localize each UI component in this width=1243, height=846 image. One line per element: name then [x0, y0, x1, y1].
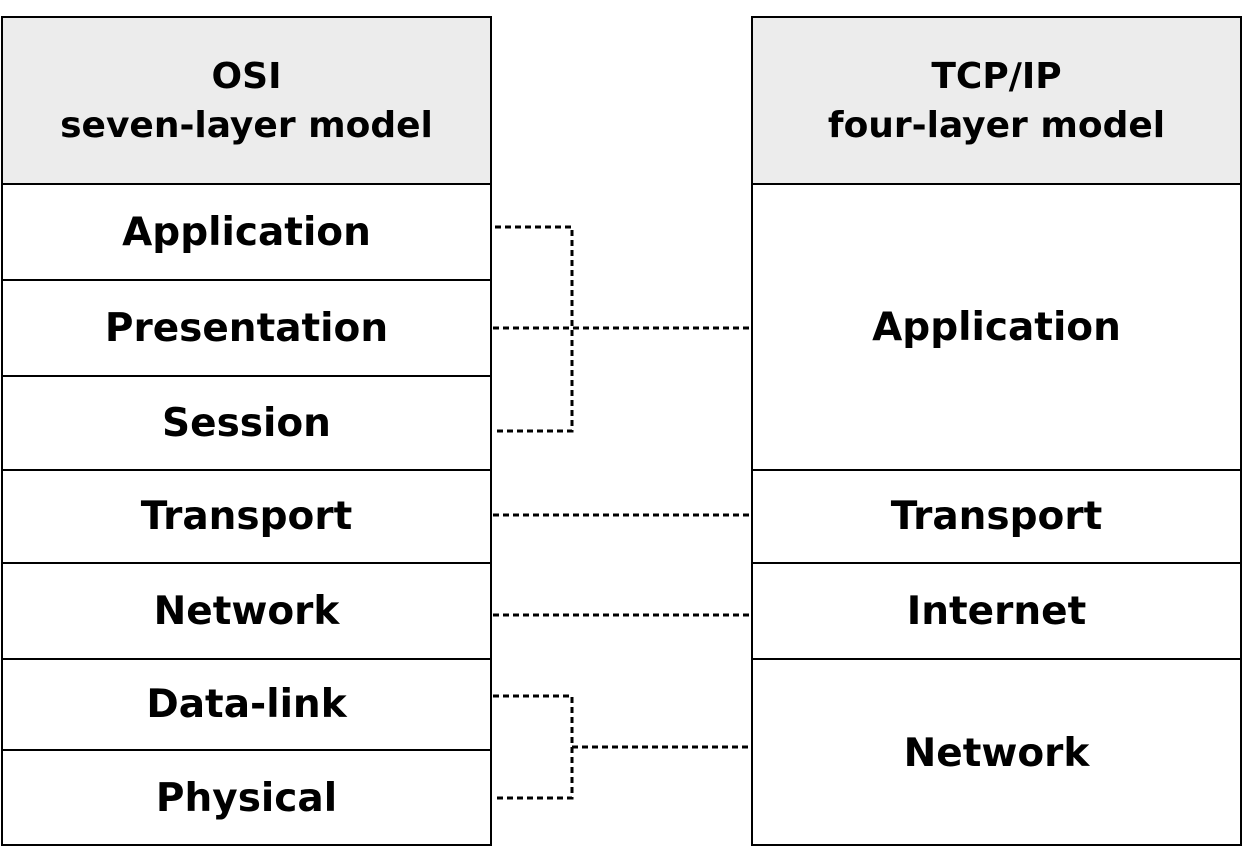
osi-layer-session: Session	[3, 375, 490, 469]
osi-layer-network: Network	[3, 562, 490, 658]
tcpip-model-column: TCP/IP four-layer model Application Tran…	[751, 16, 1242, 846]
osi-layer-application: Application	[122, 209, 371, 255]
osi-layer-transport: Transport	[3, 469, 490, 562]
osi-model-column: OSI seven-layer model Application Presen…	[1, 16, 492, 846]
osi-title-line2: seven-layer model	[60, 104, 433, 146]
tcpip-layer-internet: Internet	[753, 562, 1240, 658]
tcpip-title-line1: TCP/IP	[931, 55, 1062, 97]
osi-header: OSI seven-layer model	[3, 18, 490, 185]
tcpip-layer-application: Application	[872, 304, 1121, 350]
osi-title-line1: OSI	[211, 55, 282, 97]
osi-layer-presentation: Presentation	[3, 279, 490, 375]
tcpip-layer-network: Network	[753, 658, 1240, 846]
connector-datalink-physical-bracket	[493, 694, 574, 800]
osi-layer-physical: Physical	[3, 749, 490, 846]
tcpip-title-line2: four-layer model	[827, 104, 1166, 146]
tcpip-header: TCP/IP four-layer model	[753, 18, 1240, 185]
tcpip-layer-transport: Transport	[753, 469, 1240, 562]
osi-layer-data-link: Data-link	[3, 658, 490, 749]
